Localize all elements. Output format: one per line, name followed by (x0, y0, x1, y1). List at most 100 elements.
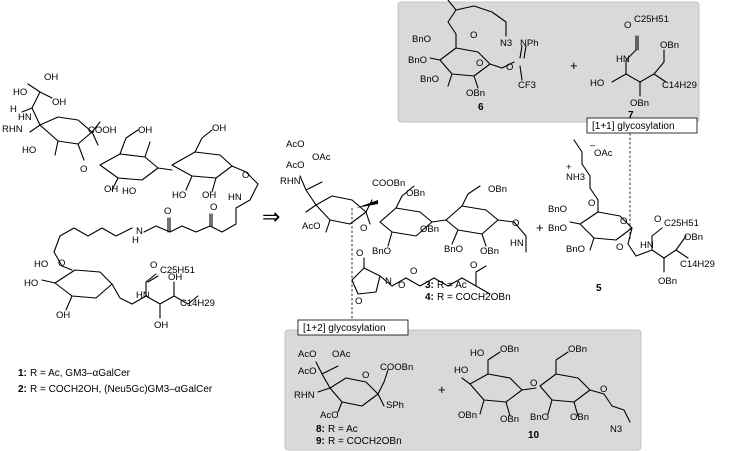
label-o: O (410, 266, 417, 277)
compound-3-number: 3: (425, 280, 434, 291)
label-o: O (470, 30, 477, 41)
label-o: O (616, 242, 623, 253)
label-obn: OBn (568, 344, 587, 355)
label-obn: OBn (420, 224, 439, 235)
label-nh3: NH3 (566, 172, 585, 183)
label-cooh: COOH (88, 125, 117, 136)
stereo-wedge (356, 200, 378, 208)
label-obn: OBn (658, 276, 677, 287)
label-bno: BnO (420, 74, 439, 85)
compound-10 (461, 351, 631, 423)
label-oac: OAc (312, 152, 331, 163)
label-nph: NPh (520, 38, 538, 49)
label-o: O (506, 62, 513, 73)
label-o: O (362, 370, 369, 381)
label-o: O (210, 202, 217, 213)
compound-5 (569, 139, 689, 273)
label-c25h51: C25H51 (664, 218, 699, 229)
compound-8-number: 8: (316, 424, 325, 435)
label-oh: OH (154, 320, 168, 331)
label-rhn: RHN (294, 390, 315, 401)
label-hn: HN (616, 54, 630, 65)
plus-sign: + (438, 382, 446, 397)
label-obn: OBn (684, 232, 703, 243)
plus-sign: + (570, 58, 578, 73)
label-oh: OH (202, 190, 216, 201)
label-obn: OBn (488, 184, 507, 195)
label-hn: HN (18, 112, 32, 123)
label-oh: OH (212, 123, 226, 134)
label-c25h51: C25H51 (160, 265, 195, 276)
compound-6-number: 6 (478, 102, 484, 113)
label-aco: AcO (286, 139, 304, 150)
label-o: O (150, 260, 157, 271)
label-n3: N3 (500, 38, 512, 49)
label-oh: OH (44, 72, 58, 83)
label-oac-anion: OAc (594, 148, 613, 159)
label-obn: OBn (570, 412, 589, 423)
plus-sign: + (536, 220, 544, 235)
label-o: O (242, 170, 249, 181)
label-hn: HN (510, 238, 524, 249)
panel-bottom-reagents (284, 329, 642, 451)
label-o: O (360, 223, 367, 234)
label-o: O (164, 206, 171, 217)
compound-2-desc: R = COCH2OH, (Neu5Gc)GM3–αGalCer (30, 384, 213, 395)
label-obn: OBn (500, 414, 519, 425)
label-hn: HN (228, 192, 242, 203)
label-obn: OBn (480, 246, 499, 257)
compound-5-number: 5 (596, 283, 602, 294)
compound-2-number: 2: (18, 384, 27, 395)
label-o: O (624, 20, 631, 31)
label-bno: BnO (566, 244, 585, 255)
label-coobn: COOBn (372, 178, 405, 189)
label-bno: BnO (530, 412, 549, 423)
label-c14h29: C14H29 (680, 259, 715, 270)
compound-1-number: 1: (18, 368, 27, 379)
label-obn: OBn (660, 40, 679, 51)
label-oh: OH (104, 184, 118, 195)
step-label-1-plus-1: [1+1] glycosylation (592, 121, 675, 132)
label-cf3: CF3 (518, 80, 536, 91)
compound-7-number: 7 (628, 110, 634, 121)
label-n: N (385, 276, 392, 287)
label-o: O (58, 258, 65, 269)
label-n: N (136, 226, 143, 237)
compound-3-desc: R = Ac (437, 280, 467, 291)
label-obn: OBn (466, 88, 485, 99)
label-coobn: COOBn (380, 362, 413, 373)
label-rhn: RHN (2, 124, 23, 135)
label-o: O (588, 198, 595, 209)
retrosynthesis-arrow: ⇒ (262, 205, 280, 230)
compound-8-desc: R = Ac (328, 424, 358, 435)
label-oac: OAc (332, 349, 351, 360)
label-ho: HO (454, 365, 468, 376)
label-c14h29: C14H29 (662, 80, 697, 91)
label-o: O (476, 58, 483, 69)
label-o: O (398, 280, 405, 291)
label-aco: AcO (302, 221, 320, 232)
label-ho: HO (13, 87, 27, 98)
label-obn: OBn (500, 344, 519, 355)
label-oh: OH (168, 272, 182, 283)
label-bno: BnO (408, 55, 427, 66)
label-rhn: RHN (280, 176, 301, 187)
target-molecule (21, 83, 259, 319)
label-anion-charge: – (590, 140, 596, 151)
step-tag-box-1-plus-1 (586, 117, 698, 134)
label-oh: OH (138, 125, 152, 136)
label-bno: BnO (444, 244, 463, 255)
label-obn: OBn (458, 410, 477, 421)
label-cation-charge: + (566, 162, 572, 173)
label-aco: AcO (320, 410, 338, 421)
label-ho: HO (22, 145, 36, 156)
label-ho: HO (24, 278, 38, 289)
label-ho: HO (470, 348, 484, 359)
panel-top-reagents (397, 1, 700, 123)
label-ho: HO (122, 186, 136, 197)
label-ho: HO (172, 190, 186, 201)
label-bno: BnO (548, 223, 567, 234)
label-o: O (620, 216, 627, 227)
label-o: O (470, 260, 477, 271)
